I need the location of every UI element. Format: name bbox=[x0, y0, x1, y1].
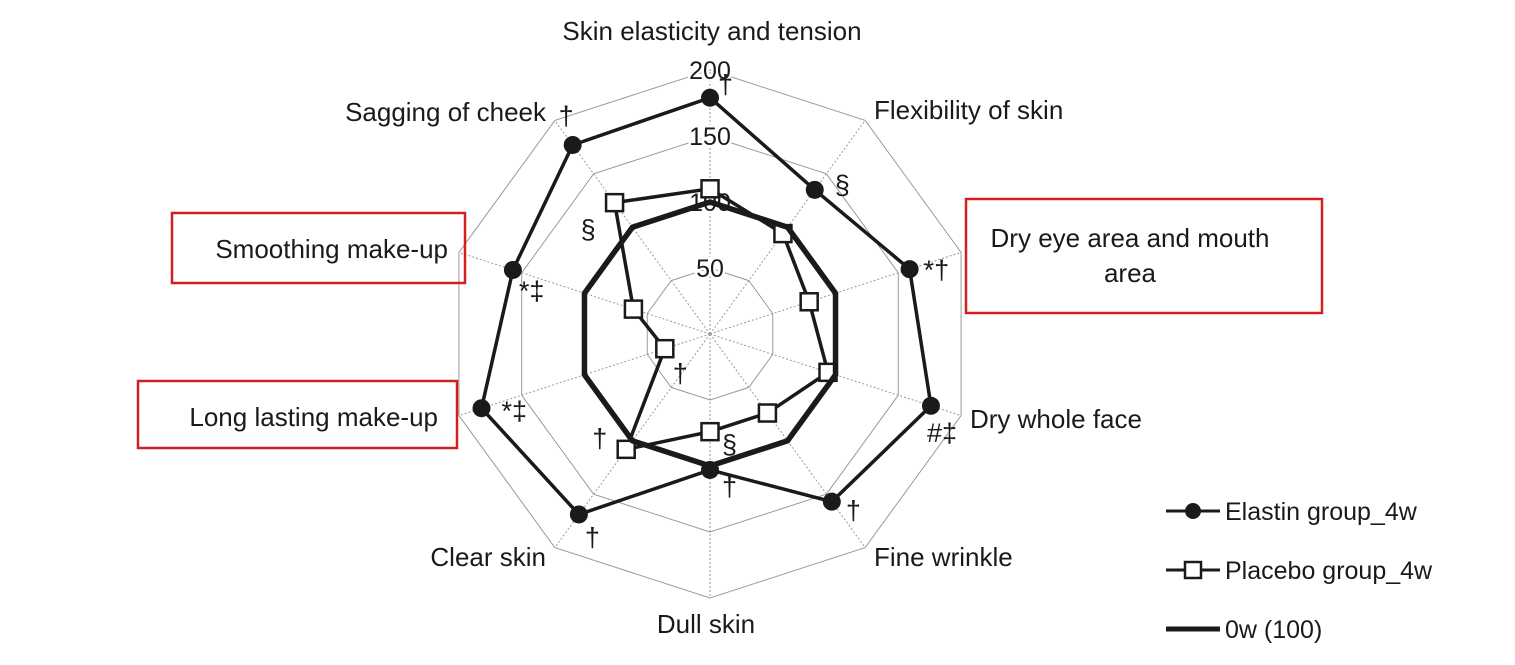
legend-item-0w-100: 0w (100) bbox=[1166, 616, 1322, 644]
significance-mark: § bbox=[835, 170, 850, 200]
significance-mark: † bbox=[673, 359, 688, 389]
significance-mark: † bbox=[559, 101, 574, 131]
significance-mark: § bbox=[581, 215, 596, 245]
series-line-elastin-group-4w bbox=[479, 95, 933, 517]
category-label-smoothing-make-up: Smoothing make-up bbox=[215, 234, 448, 264]
grid-spoke bbox=[458, 251, 711, 335]
radar-series: † § *† #‡ † † † *‡ *‡ † § † † § bbox=[472, 70, 957, 552]
data-point-elastin bbox=[921, 396, 940, 415]
legend-item-placebo-group-4w: Placebo group_4w bbox=[1166, 557, 1433, 585]
category-label-dry-whole-face: Dry whole face bbox=[970, 404, 1142, 434]
highlight-box-dry-eye-area-and-mouth-area bbox=[964, 197, 1324, 315]
grid-spoke bbox=[709, 333, 962, 417]
significance-mark: *‡ bbox=[519, 276, 545, 306]
data-point-placebo bbox=[655, 338, 675, 359]
data-point-placebo bbox=[799, 292, 819, 312]
data-point-elastin bbox=[503, 260, 522, 279]
highlight-box-long-lasting-make-up bbox=[136, 379, 459, 450]
data-point-elastin bbox=[569, 505, 588, 524]
significance-mark: † bbox=[585, 522, 600, 552]
data-point-elastin bbox=[701, 88, 719, 107]
tick-label: 150 bbox=[689, 123, 731, 151]
legend-label: Placebo group_4w bbox=[1225, 557, 1433, 585]
data-point-placebo bbox=[604, 192, 625, 213]
data-point-elastin bbox=[900, 260, 919, 279]
data-point-elastin bbox=[563, 135, 582, 154]
data-point-placebo bbox=[616, 439, 636, 460]
data-point-elastin bbox=[822, 492, 841, 511]
data-point-placebo bbox=[757, 403, 778, 423]
significance-mark: † bbox=[846, 496, 861, 526]
significance-mark: § bbox=[722, 430, 737, 460]
grid-ring-200 bbox=[458, 69, 962, 599]
data-point-elastin bbox=[805, 180, 824, 199]
category-label-long-lasting-make-up: Long lasting make-up bbox=[189, 402, 438, 432]
data-point-placebo bbox=[700, 421, 720, 442]
significance-mark: #‡ bbox=[927, 418, 957, 448]
category-label-fine-wrinkle: Fine wrinkle bbox=[874, 542, 1013, 572]
legend-label: 0w (100) bbox=[1225, 616, 1322, 644]
data-point-placebo bbox=[623, 299, 644, 319]
category-label-flexibility-of-skin: Flexibility of skin bbox=[874, 95, 1063, 125]
category-label-sagging-of-cheek: Sagging of cheek bbox=[345, 97, 547, 127]
data-point-placebo bbox=[700, 179, 720, 199]
highlight-box-smoothing-make-up bbox=[170, 211, 467, 285]
legend-item-elastin-group-4w: Elastin group_4w bbox=[1166, 498, 1418, 526]
legend-label: Elastin group_4w bbox=[1225, 498, 1418, 526]
category-label-skin-elasticity-and-tension: Skin elasticity and tension bbox=[562, 16, 861, 46]
significance-mark: † bbox=[722, 472, 737, 502]
grid-spoke bbox=[709, 251, 962, 335]
tick-label: 200 bbox=[689, 57, 731, 85]
significance-mark: † bbox=[718, 70, 733, 100]
significance-mark: † bbox=[592, 423, 607, 453]
series-line-0w-100 bbox=[581, 199, 839, 469]
tick-label: 50 bbox=[696, 255, 724, 283]
category-label-dull-skin: Dull skin bbox=[657, 609, 755, 639]
significance-mark: *† bbox=[924, 255, 950, 285]
legend-marker-square bbox=[1183, 560, 1203, 580]
series-line-placebo-group-4w bbox=[612, 186, 831, 452]
significance-mark: *‡ bbox=[502, 396, 528, 426]
legend-marker-circle bbox=[1185, 503, 1201, 519]
data-point-elastin bbox=[472, 399, 491, 418]
category-label-clear-skin: Clear skin bbox=[430, 542, 546, 572]
